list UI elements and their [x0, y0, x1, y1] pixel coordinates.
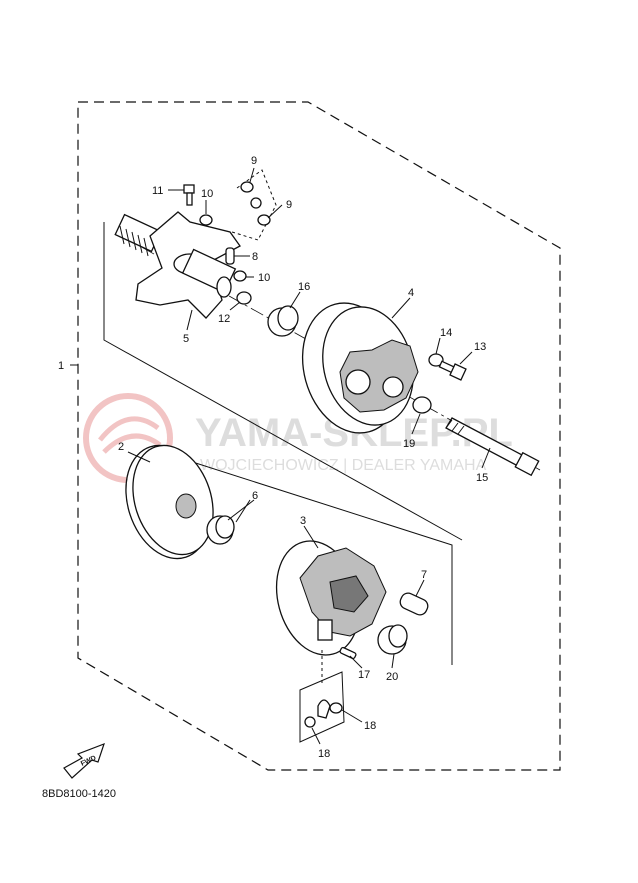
part-4-cover — [301, 302, 419, 434]
part-3-movable-sheave — [275, 540, 387, 656]
callout-9b: 9 — [286, 199, 292, 211]
callout-14: 14 — [440, 327, 452, 339]
part-7-pin — [399, 592, 429, 616]
callouts: 1 2 3 4 5 6 7 8 9 9 10 10 11 12 13 14 15… — [58, 155, 488, 760]
callout-6: 6 — [252, 490, 258, 502]
part-16-bushing — [267, 305, 299, 337]
callout-10a: 10 — [201, 188, 213, 200]
callout-18a: 18 — [364, 720, 376, 732]
callout-13: 13 — [474, 341, 486, 353]
watermark-subtitle: WOJCIECHOWICZ | DEALER YAMAHA — [200, 457, 487, 474]
part-15-long-bolt — [445, 417, 540, 477]
assembly-boundary — [77, 101, 561, 771]
callout-18b: 18 — [318, 748, 330, 760]
part-13-bolt — [438, 360, 467, 381]
part-18-group — [299, 650, 345, 743]
callout-9a: 9 — [251, 155, 257, 167]
callout-11: 11 — [152, 185, 163, 197]
callout-8: 8 — [252, 251, 258, 263]
part-17-pin — [339, 646, 357, 660]
callout-1: 1 — [58, 360, 64, 372]
upper-group-bracket — [103, 222, 463, 541]
fwd-arrow: FWD — [63, 742, 105, 779]
lower-group-bracket — [179, 457, 453, 665]
part-10-lower-washer — [233, 270, 247, 282]
callout-4: 4 — [408, 287, 414, 299]
part-12-collar — [236, 291, 252, 305]
part-9-group — [231, 169, 277, 241]
part-20-collar — [377, 624, 408, 655]
part-8-pin — [225, 247, 235, 265]
callout-17: 17 — [358, 669, 370, 681]
part-10-upper-washer — [199, 214, 213, 226]
callout-16: 16 — [298, 281, 310, 293]
callout-15: 15 — [476, 472, 488, 484]
leader-lines — [127, 167, 491, 745]
callout-5: 5 — [183, 333, 189, 345]
part-2-sheave — [125, 444, 214, 560]
callout-2: 2 — [118, 441, 124, 453]
part-6-bushings — [206, 515, 235, 545]
part-11-bolt — [183, 184, 195, 206]
part-19-washer — [412, 396, 432, 414]
callout-20: 20 — [386, 671, 398, 683]
callout-3: 3 — [300, 515, 306, 527]
watermark-logo-mark — [98, 416, 162, 454]
callout-12: 12 — [218, 313, 230, 325]
diagram-code: 8BD8100-1420 — [42, 788, 116, 800]
callout-10b: 10 — [258, 272, 270, 284]
callout-19: 19 — [403, 438, 415, 450]
part-5-spider-hub — [114, 211, 241, 319]
callout-7: 7 — [421, 569, 427, 581]
